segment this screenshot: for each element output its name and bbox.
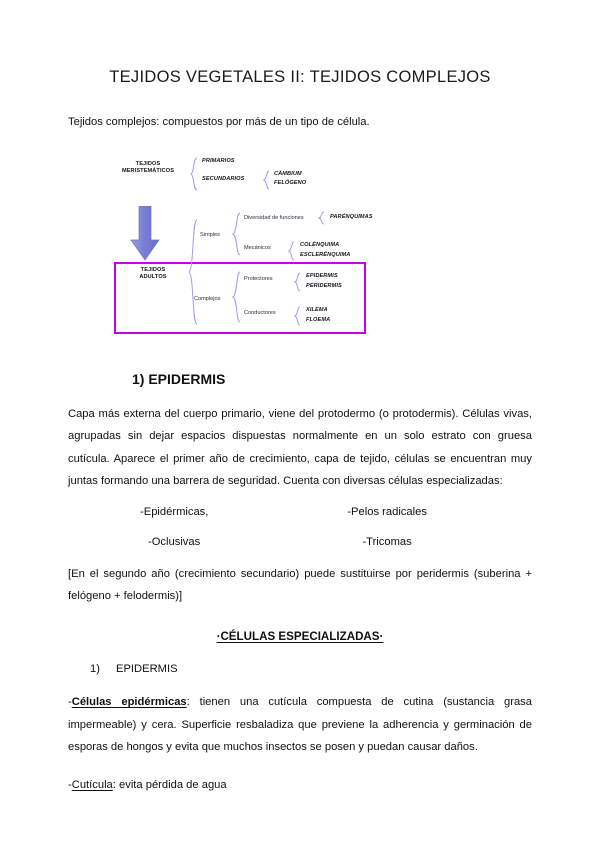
list-item: -Oclusivas -Tricomas: [68, 536, 532, 548]
section-heading-epidermis: 1) EPIDERMIS: [132, 370, 226, 387]
diagram-complejos: Complejos: [194, 295, 221, 302]
brace-complejos: [232, 271, 241, 323]
cuticula-paragraph: -Cutícula: evita pérdida de agua: [68, 774, 532, 796]
epidermis-paragraph: Capa más externa del cuerpo primario, vi…: [68, 407, 532, 488]
brace-diversidad: [318, 211, 325, 225]
item-label: EPIDERMIS: [116, 663, 178, 676]
adult-tissues-highlight-box: [114, 261, 366, 334]
diagram-mecanicos: Mecánicos: [244, 244, 271, 251]
diagram-simples: Simples: [200, 231, 220, 238]
specialized-cells-heading-text: ·CÉLULAS ESPECIALIZADAS·: [216, 630, 384, 644]
diagram-parenquimas: PARÉNQUIMAS: [330, 213, 373, 220]
diagram-peridermis: PERIDERMIS: [306, 282, 342, 289]
epidermis-note: [En el segundo año (crecimiento secundar…: [68, 568, 532, 603]
dash-prefix: -: [68, 779, 72, 792]
brace-simples: [232, 212, 241, 256]
page-title: TEJIDOS VEGETALES II: TEJIDOS COMPLEJOS: [109, 68, 491, 86]
brace-adultos: [188, 219, 198, 325]
celulas-epidermicas-body: : tienen una cutícula compuesta de cutin…: [68, 696, 532, 753]
diagram-felogeno: FELÓGENO: [274, 179, 307, 186]
diagram-cambium: CÁMBIUM: [274, 170, 302, 177]
brace-meristematic: [190, 157, 198, 191]
numbered-item-epidermis: 1) EPIDERMIS: [68, 663, 532, 675]
diagram-xilema: XILEMA: [306, 306, 328, 313]
diagram-esclerenquima: ESCLERÉNQUIMA: [300, 251, 351, 258]
cell-epidermicas: -Epidérmicas,: [140, 506, 209, 519]
intro-paragraph: Tejidos complejos: compuestos por más de…: [68, 116, 370, 128]
cuticula-body: : evita pérdida de agua: [112, 779, 227, 792]
celulas-epidermicas-paragraph: -Células epidérmicas: tienen una cutícul…: [68, 691, 532, 758]
brace-mecanicos: [288, 241, 295, 261]
list-item: -Epidérmicas, -Pelos radicales: [68, 506, 532, 518]
diagram-epidermis: EPIDERMIS: [306, 272, 338, 279]
cell-oclusivas: -Oclusivas: [148, 536, 201, 549]
tissue-classification-diagram: TEJIDOS MERISTEMÁTICOS PRIMARIOS SECUNDA…: [68, 149, 532, 345]
diagram-primarios: PRIMARIOS: [202, 157, 235, 164]
cell-pelos-radicales: -Pelos radicales: [347, 506, 427, 519]
diagram-meristematic-label: TEJIDOS MERISTEMÁTICOS: [121, 160, 175, 175]
brace-conductores: [294, 306, 301, 326]
brace-secundarios: [263, 170, 270, 190]
specialized-cells-list: -Epidérmicas, -Pelos radicales -Oclusiva…: [68, 506, 532, 548]
diagram-colenquima: COLÉNQUIMA: [300, 241, 340, 248]
specialized-cells-heading: ·CÉLULAS ESPECIALIZADAS·: [68, 630, 532, 643]
dash-prefix: -: [68, 696, 72, 709]
term-cuticula: Cutícula: [71, 779, 113, 792]
brace-protectores: [294, 272, 301, 292]
item-number: 1): [90, 663, 100, 676]
diagram-secundarios: SECUNDARIOS: [202, 175, 245, 182]
cell-tricomas: -Tricomas: [362, 536, 412, 549]
diagram-conductores: Conductores: [244, 309, 276, 316]
diagram-protectores: Protectores: [244, 275, 273, 282]
diagram-floema: FLOEMA: [306, 316, 331, 323]
down-arrow-icon: [130, 205, 160, 262]
term-celulas-epidermicas: Células epidérmicas: [71, 696, 187, 709]
diagram-diversidad: Diversidad de funciones: [244, 214, 304, 221]
diagram-adult-label: TEJIDOS ADULTOS: [139, 266, 167, 281]
